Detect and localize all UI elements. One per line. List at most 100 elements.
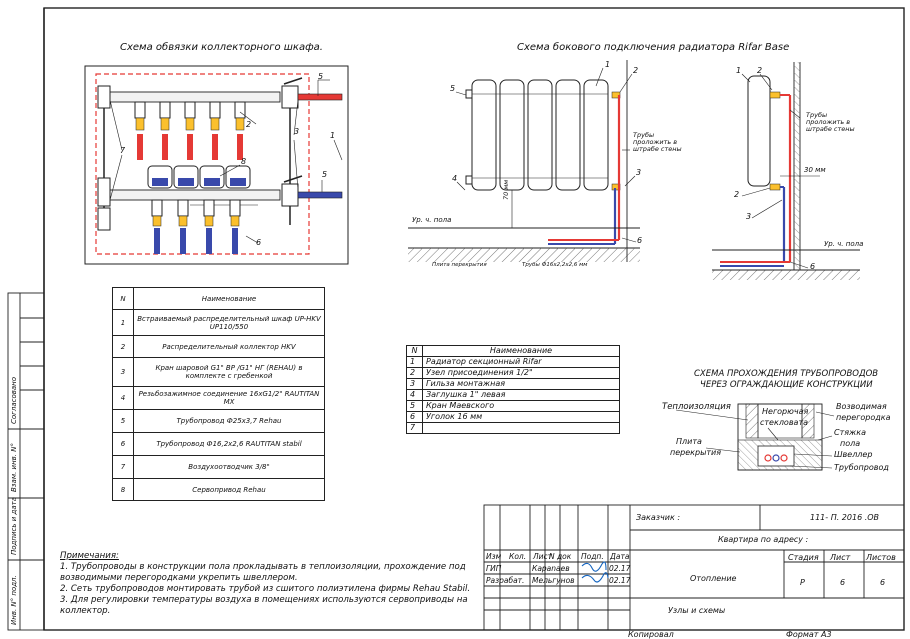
side-inv-orig: Инв. N° подл. <box>10 575 18 625</box>
spec1-row-n: 5 <box>112 409 134 433</box>
rad-callout-6: 6 <box>637 236 643 245</box>
side-callout-1: 1 <box>736 66 742 75</box>
tb-address: Квартира по адресу : <box>718 535 809 544</box>
title-block-frame <box>483 504 905 631</box>
lbl-insulation: Теплоизоляция <box>662 402 731 412</box>
lbl-partition-1: Возводимая <box>836 402 887 411</box>
spec2-row-n: 2 <box>406 367 423 379</box>
lower-outlets <box>151 199 241 254</box>
spec1-header-name: Наименование <box>133 287 325 310</box>
upper-outlets <box>134 101 246 160</box>
spec2-row-n: 5 <box>406 400 423 412</box>
tb-developer: Разрабат. <box>486 576 525 585</box>
spec2-row-name: Заглушка 1" левая <box>422 389 620 401</box>
lbl-pipeline: Трубопровод <box>834 463 889 472</box>
notes-line: 1. Трубопроводы в конструкции пола прокл… <box>60 562 466 572</box>
spec1-row-n: 2 <box>112 335 134 358</box>
tb-sheets-h: Листов <box>866 553 896 562</box>
rad-callout-2: 2 <box>633 66 639 75</box>
tb-format: Формат А3 <box>786 630 832 639</box>
notes-block: Примечания: 1. Трубопроводы в конструкци… <box>60 551 475 617</box>
side-callout-3: 3 <box>746 212 752 221</box>
tb-section: Отопление <box>690 574 737 583</box>
callout-8: 8 <box>241 157 247 166</box>
lbl-nonflammable-1: Негорючая <box>762 407 809 416</box>
callout-6: 6 <box>256 238 262 247</box>
side-replace-inv: Взам. инв. N° <box>10 443 18 492</box>
callout-1: 1 <box>330 131 336 140</box>
rad-callout-4: 4 <box>452 174 458 183</box>
spec1-row-name: Воздухоотводчик 3/8" <box>133 455 325 479</box>
servo-actuators <box>147 165 251 189</box>
spec2-row-name <box>422 422 620 434</box>
tb-stage-h: Стадия <box>788 553 819 562</box>
callout-5-bottom: 5 <box>322 170 328 179</box>
spec2-row-n: 4 <box>406 389 423 401</box>
rad-callout-5: 5 <box>450 84 456 93</box>
spec2-row-n: 6 <box>406 411 423 423</box>
side-agreed: Согласовано <box>10 376 18 424</box>
lbl-screed-1: Стяжка <box>834 428 866 437</box>
rad-dim-70: 70 мм <box>502 179 510 200</box>
notes-line: 3. Для регулировки температуры воздуха в… <box>60 595 468 605</box>
signature-1 <box>581 561 607 572</box>
side-dim-30: 30 мм <box>804 166 826 174</box>
side-pipes-note: Трубы проложить в штрабе стены <box>806 111 855 133</box>
lbl-slab-1: Плита <box>676 437 702 446</box>
spec2-row-name: Радиатор секционный Rifar <box>422 356 620 368</box>
side-callout-2b: 2 <box>734 190 740 199</box>
callout-7: 7 <box>120 146 126 155</box>
tb-col-list: Лист <box>533 552 553 561</box>
signature-2 <box>581 572 609 583</box>
tb-gip-name: Караnaeв <box>532 564 570 573</box>
collector-cabinet-diagram <box>84 65 349 265</box>
cabinet-title: Схема обвязки коллекторного шкафа. <box>120 42 323 53</box>
spec2-row-n: 1 <box>406 356 423 368</box>
spec2-row-name: Гильза монтажная <box>422 378 620 390</box>
spec1-row-n: 7 <box>112 455 134 479</box>
tb-copied: Копировал <box>628 630 674 639</box>
side-sign-date: Подпись и дата <box>10 497 18 555</box>
side-callout-2: 2 <box>757 66 763 75</box>
spec1-row-n: 3 <box>112 357 134 387</box>
lbl-nonflammable-2: стекловата <box>760 418 808 427</box>
spec1-row-name: Кран шаровой G1" ВР /G1" НГ (REHAU) в ко… <box>133 357 325 387</box>
side-floor-level: Ур. ч. пола <box>824 240 864 248</box>
spec1-row-n: 8 <box>112 478 134 501</box>
lbl-partition-2: перегородка <box>836 413 891 422</box>
callout-2: 2 <box>246 120 252 129</box>
tb-developer-date: 02.17 <box>609 576 631 585</box>
radiator-title: Схема бокового подключения радиатора Rif… <box>517 42 790 53</box>
spec1-row-name: Трубопровод Ф25х3,7 Rehau <box>133 409 325 433</box>
callout-3: 3 <box>294 127 300 136</box>
spec1-header-n: N <box>112 287 134 310</box>
tb-drawing: Узлы и схемы <box>668 606 726 615</box>
rad-floor-level: Ур. ч. пола <box>412 216 452 224</box>
tb-col-data: Дата <box>610 552 630 561</box>
tb-sheets: 6 <box>880 578 886 587</box>
lbl-channel: Швеллер <box>834 450 873 459</box>
spec2-row-n: 7 <box>406 422 423 434</box>
spec2-row-name: Кран Маевского <box>422 400 620 412</box>
side-stamp-frame <box>7 292 45 631</box>
tb-sheet-h: Лист <box>830 553 851 562</box>
spec1-row-name: Встраиваемый распределительный шкаф UP-H… <box>133 309 325 336</box>
notes-line: коллектор. <box>60 606 111 616</box>
tb-customer: Заказчик : <box>636 513 681 522</box>
spec1-row-name: Резьбозажимное соединение 16хG1/2" RAUTI… <box>133 386 325 410</box>
spec2-header-name: Наименование <box>422 345 620 357</box>
tb-developer-name: Мельгунов <box>532 576 575 585</box>
lbl-screed-2: пола <box>840 439 861 448</box>
spec2-row-n: 3 <box>406 378 423 390</box>
tb-col-podp: Подп. <box>581 552 604 561</box>
spec1-row-n: 4 <box>112 386 134 410</box>
passage-title-2: ЧЕРЕЗ ОГРАЖДАЮЩИЕ КОНСТРУКЦИИ <box>700 380 873 390</box>
tb-col-ndok: N док <box>549 552 572 561</box>
spec1-row-name: Сервопривод Rehau <box>133 478 325 501</box>
tb-sheet: 6 <box>840 578 846 587</box>
passage-detail-diagram <box>675 403 835 471</box>
spec2-row-name: Узел присоединения 1/2" <box>422 367 620 379</box>
callout-5-top: 5 <box>318 72 324 81</box>
